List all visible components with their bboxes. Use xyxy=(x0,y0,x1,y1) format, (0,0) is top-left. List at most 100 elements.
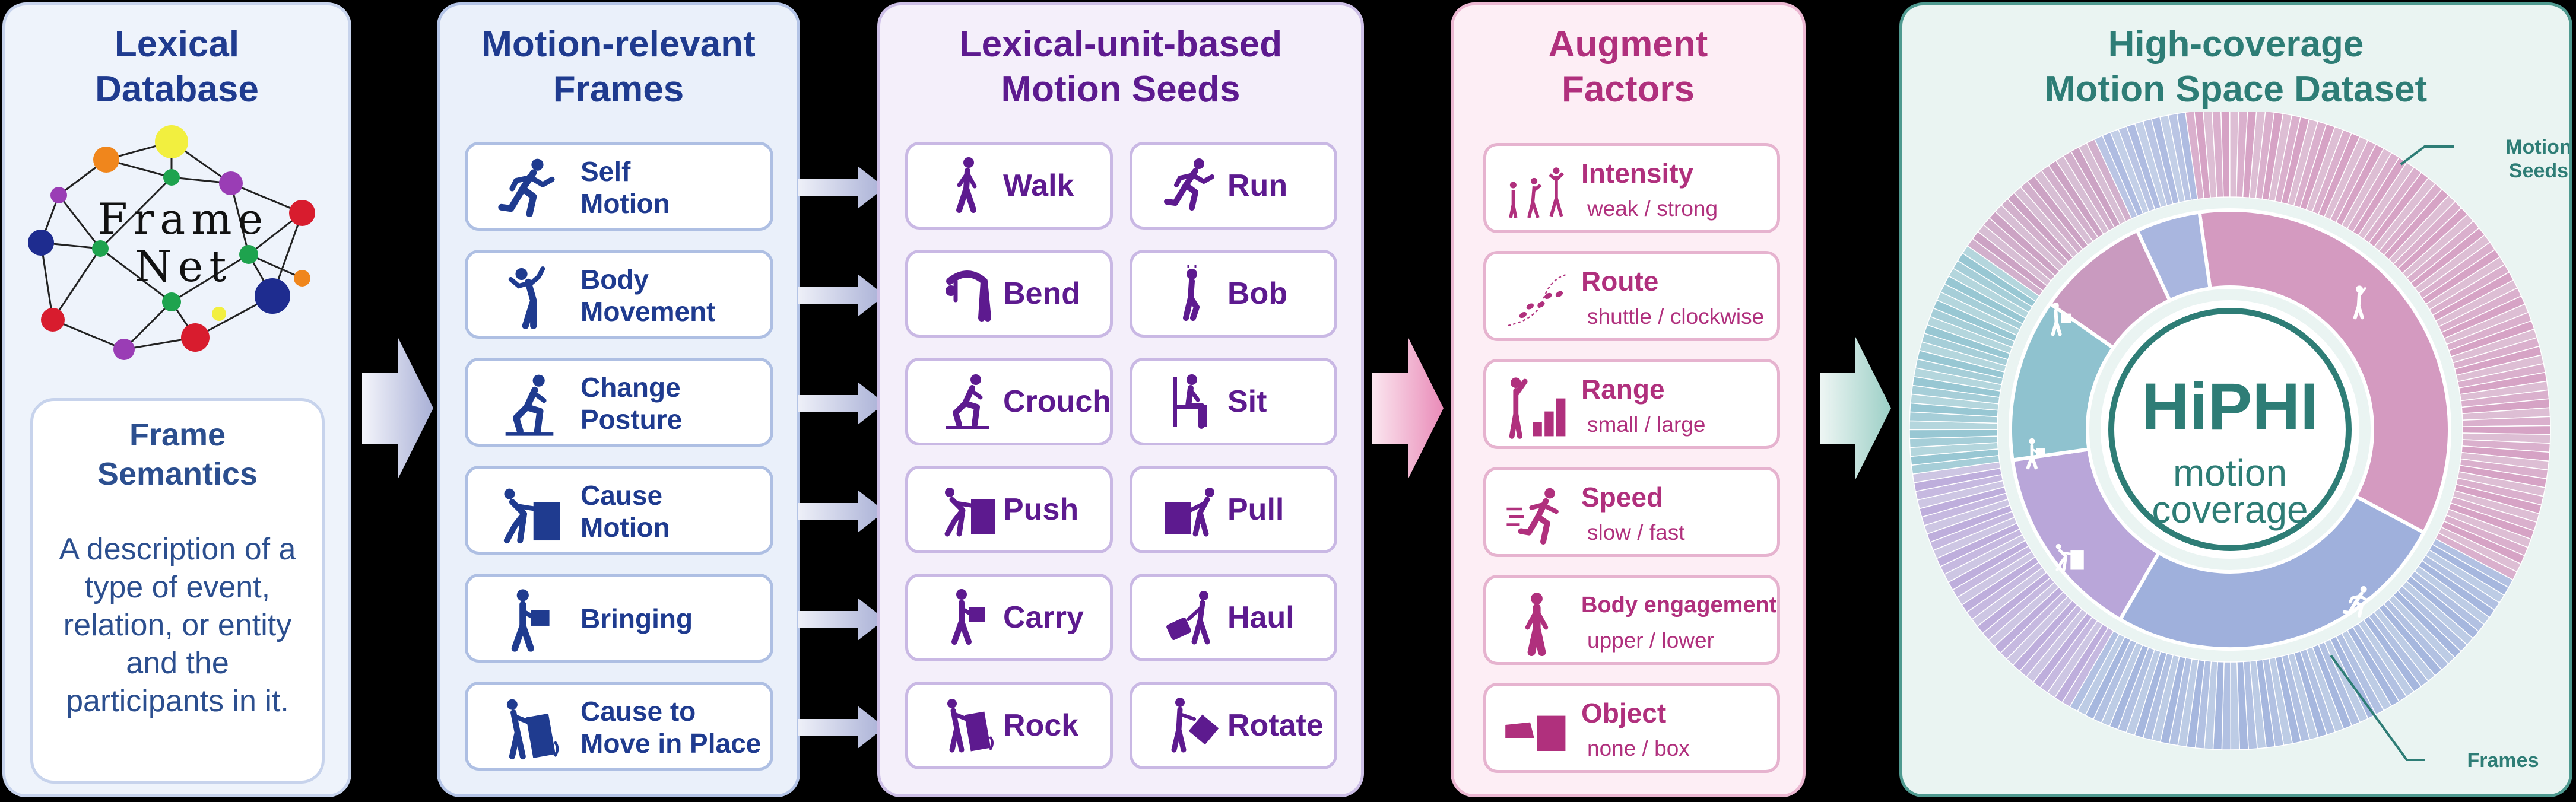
seed-card-bend: Bend xyxy=(905,250,1113,338)
seed-card-carry: Carry xyxy=(905,574,1113,661)
factor-label: Body engagement xyxy=(1581,593,1777,618)
motion-seeds-label-1: Motion xyxy=(2505,136,2569,158)
title-line-1: Augment xyxy=(1548,24,1708,65)
lexical-database-title: Lexical Database xyxy=(5,22,348,112)
motion-seeds-ring xyxy=(1909,112,2551,750)
flow-arrow-2 xyxy=(1372,337,1444,479)
seed-card-pull: Pull xyxy=(1130,466,1337,553)
seed-label: Sit xyxy=(1227,384,1267,419)
seed-label: Carry xyxy=(1003,600,1084,635)
pushing-box-icon xyxy=(496,479,563,546)
center-disc xyxy=(2101,300,2359,559)
dataset-panel: High-coverage Motion Space Dataset HiPHI… xyxy=(1899,2,2572,797)
range-bars-icon xyxy=(1504,375,1569,440)
coverage-line1: motion xyxy=(2173,451,2287,494)
running-person-icon xyxy=(496,155,563,222)
frame-sector xyxy=(2134,210,2212,303)
seed-card-rotate: Rotate xyxy=(1130,682,1337,769)
coverage-line2: coverage xyxy=(2152,488,2308,531)
augment-factors-title: Augment Factors xyxy=(1454,22,1803,112)
factor-label: Intensity xyxy=(1581,158,1694,189)
frame-card-bringing: Bringing xyxy=(465,574,773,663)
seed-card-run: Run xyxy=(1130,142,1337,230)
arm-with-box-icon xyxy=(1504,699,1569,764)
frame-semantics-title-2: Semantics xyxy=(97,456,258,492)
title-line-1: High-coverage xyxy=(2108,24,2364,65)
framenet-logo-line2: Net xyxy=(135,241,233,291)
frame-label-line2: Posture xyxy=(580,404,683,435)
flow-arrow-1 xyxy=(362,337,433,479)
frame-label-line2: Motion xyxy=(580,512,670,543)
desc-line: type of event, xyxy=(84,570,271,604)
frame-to-seed-arrows xyxy=(798,166,885,749)
frame-label-line1: Bringing xyxy=(580,603,693,634)
motion-coverage-sunburst: HiPHI motion coverage Motion Seeds Frame… xyxy=(1909,112,2569,772)
title-line-2: Frames xyxy=(553,69,684,110)
frame-label-line2: Move in Place xyxy=(580,728,762,759)
pushing-box-icon xyxy=(938,479,997,539)
frame-label-line1: Cause to xyxy=(580,696,696,727)
desc-line: and the xyxy=(126,646,229,680)
rocking-object-icon xyxy=(938,695,997,755)
factor-options: none / box xyxy=(1587,736,1690,760)
motion-seeds-label-2: Seeds xyxy=(2509,160,2568,182)
intensity-figures-icon xyxy=(1504,159,1569,224)
frame-sector xyxy=(2197,208,2451,535)
hiphi-title: HiPHI xyxy=(2142,370,2319,444)
carrying-box-icon xyxy=(496,587,563,654)
frame-label-line1: Change xyxy=(580,372,681,403)
seed-label: Walk xyxy=(1003,168,1074,203)
factor-card-intensity: Intensity weak / strong xyxy=(1483,143,1780,233)
factor-options: slow / fast xyxy=(1587,520,1685,545)
frame-label-line1: Self xyxy=(580,156,631,187)
seed-label: Rotate xyxy=(1227,708,1324,743)
title-line-1: Lexical xyxy=(114,24,240,65)
sitting-person-icon xyxy=(1162,371,1222,431)
factor-label: Speed xyxy=(1581,482,1664,513)
title-line-1: Lexical-unit-based xyxy=(959,24,1283,65)
speed-runner-icon xyxy=(1504,483,1569,548)
desc-line: participants in it. xyxy=(66,684,289,718)
desc-line: A description of a xyxy=(59,532,296,567)
seed-card-crouch: Crouch xyxy=(905,358,1113,445)
seed-slice xyxy=(2176,112,2199,201)
framenet-logo-line1: Frame xyxy=(98,194,269,244)
seed-card-bob: Bob xyxy=(1130,250,1337,338)
motion-frames-title: Motion-relevant Frames xyxy=(440,22,797,112)
frame-semantics-title-1: Frame xyxy=(129,417,226,453)
frame-semantics-box: Frame Semantics A description of a type … xyxy=(30,398,325,784)
running-person-icon xyxy=(1162,155,1222,215)
dataset-title: High-coverage Motion Space Dataset xyxy=(1902,22,2569,112)
frame-label-line2: Movement xyxy=(580,296,716,327)
title-line-2: Motion Space Dataset xyxy=(2044,69,2428,110)
seed-card-walk: Walk xyxy=(905,142,1113,230)
frame-label-line1: Body xyxy=(580,264,649,295)
title-line-2: Database xyxy=(95,69,259,110)
seed-card-sit: Sit xyxy=(1130,358,1337,445)
seed-card-rock: Rock xyxy=(905,682,1113,769)
frame-label-line2: Motion xyxy=(580,188,670,219)
frame-semantics-description: A description of a type of event, relati… xyxy=(33,530,322,720)
crouching-person-icon xyxy=(938,371,997,431)
seed-label: Bend xyxy=(1003,276,1080,311)
seed-label: Pull xyxy=(1227,492,1284,527)
factor-options: weak / strong xyxy=(1587,196,1718,221)
motion-seeds-callout-line xyxy=(2400,145,2454,166)
seed-label: Crouch xyxy=(1003,384,1111,419)
title-line-2: Factors xyxy=(1562,69,1695,110)
factor-options: shuttle / clockwise xyxy=(1587,304,1765,329)
pulling-box-icon xyxy=(1162,479,1222,539)
factor-card-speed: Speed slow / fast xyxy=(1483,467,1780,557)
title-line-1: Motion-relevant xyxy=(481,24,756,65)
